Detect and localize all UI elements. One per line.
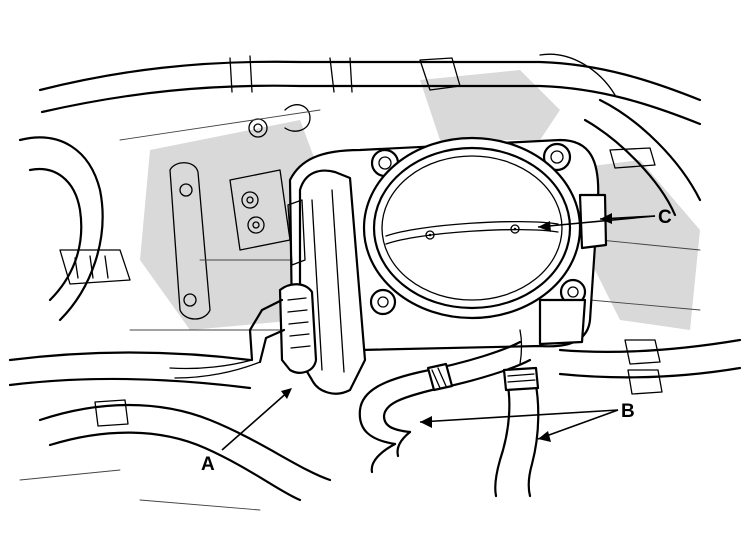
mounting-bolt-top-right: [542, 142, 572, 172]
mounting-bolt-bottom-left: [369, 288, 397, 316]
coolant-hoses: [358, 329, 540, 498]
wiring-connector: [169, 283, 318, 379]
callout-c-leader: [537, 213, 656, 232]
callout-b-leader: [419, 409, 619, 442]
throttle-plate: [385, 221, 559, 245]
mounting-bolt-bottom-right: [559, 278, 587, 306]
callout-label-a: A: [201, 454, 215, 475]
throttle-body: [287, 136, 608, 395]
callout-a-leader: [221, 388, 292, 451]
callout-label-b: B: [621, 401, 635, 422]
callout-label-c: C: [658, 207, 672, 228]
